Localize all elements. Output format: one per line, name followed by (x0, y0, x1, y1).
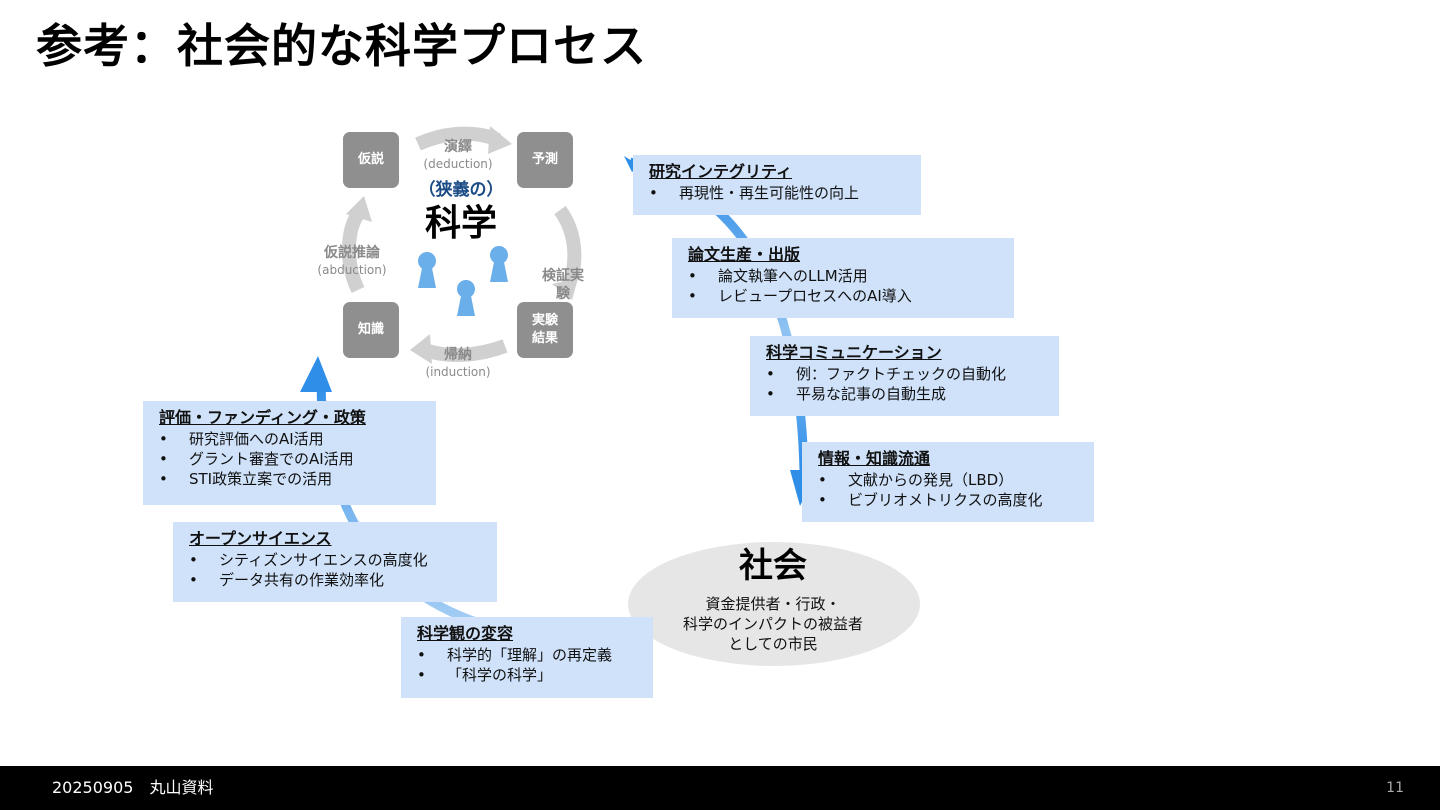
society-description: 資金提供者・行政・ 科学のインパクトの被益者 としての市民 (682, 595, 863, 653)
verification-arrow-head (552, 278, 578, 300)
narrow-science-title: 科学 (424, 203, 497, 244)
list-item: •グラント審査でのAI活用 (159, 450, 354, 468)
list-item: •論文執筆へのLLM活用 (688, 267, 868, 285)
deduction-sub: (deduction) (423, 157, 493, 171)
abduction-sub: (abduction) (317, 263, 387, 277)
node-knowledge: 知識 (343, 302, 399, 358)
list-item: •例：ファクトチェックの自動化 (766, 365, 1007, 383)
verification-main: 検証実 験 (542, 268, 584, 302)
panel-heading: オープンサイエンス (189, 529, 332, 548)
abduction-label: 仮説推論 (abduction) (306, 244, 398, 278)
induction-label: 帰納 (induction) (410, 346, 506, 380)
induction-main: 帰納 (444, 347, 472, 363)
panel-information-flow: 情報・知識流通 •文献からの発見（LBD） •ビブリオメトリクスの高度化 (802, 442, 1094, 522)
node-prediction-label: 予測 (531, 152, 558, 167)
node-prediction: 予測 (517, 132, 573, 188)
panel-heading: 論文生産・出版 (688, 245, 801, 264)
panel-heading: 科学コミュニケーション (766, 343, 942, 362)
list-item: •レビュープロセスへのAI導入 (688, 287, 912, 305)
list-item: •シティズンサイエンスの高度化 (189, 551, 428, 569)
deduction-arrow-head (488, 126, 512, 154)
list-item: •データ共有の作業効率化 (189, 571, 385, 589)
panel-open-science: オープンサイエンス •シティズンサイエンスの高度化 •データ共有の作業効率化 (173, 522, 497, 602)
panel-evaluation-funding-policy: 評価・ファンディング・政策 •研究評価へのAI活用 •グラント審査でのAI活用 … (143, 401, 436, 505)
list-item: •STI政策立案での活用 (159, 470, 333, 488)
page-number: 11 (1386, 780, 1404, 796)
node-knowledge-label: 知識 (357, 322, 384, 337)
list-item: •ビブリオメトリクスの高度化 (818, 491, 1043, 509)
panel-research-integrity: 研究インテグリティ •再現性・再生可能性の向上 (633, 155, 921, 215)
society-ellipse (628, 542, 920, 666)
deduction-main: 演繹 (444, 139, 472, 155)
narrow-science-label: （狭義の） 科学 (405, 178, 517, 246)
induction-arrow (422, 339, 508, 362)
list-item: •再現性・再生可能性の向上 (649, 184, 860, 202)
scientist-icon (490, 246, 508, 282)
footer-bar: 20250905 丸山資料 11 (0, 766, 1440, 810)
abduction-arrow-head (346, 196, 372, 222)
narrow-science-qualifier: （狭義の） (418, 180, 504, 200)
induction-arrow-head (410, 334, 432, 364)
node-experiment-result: 実験 結果 (517, 302, 573, 358)
list-item: •「科学の科学」 (417, 666, 553, 684)
panel-heading: 評価・ファンディング・政策 (159, 408, 366, 427)
deduction-label: 演繹 (deduction) (410, 138, 506, 172)
panel-worldview-change: 科学観の変容 •科学的「理解」の再定義 •「科学の科学」 (401, 617, 653, 698)
list-item: •研究評価へのAI活用 (159, 430, 324, 448)
induction-sub: (induction) (425, 365, 491, 379)
list-item: •科学的「理解」の再定義 (417, 646, 613, 664)
scientist-icon (418, 252, 436, 288)
list-item: •平易な記事の自動生成 (766, 385, 947, 403)
footer-text: 20250905 丸山資料 (52, 778, 214, 797)
node-experiment-label: 実験 結果 (531, 313, 558, 346)
abduction-arrow (342, 210, 365, 294)
scientist-icon (457, 280, 475, 316)
panel-heading: 情報・知識流通 (818, 449, 931, 468)
page-title: 参考：社会的な科学プロセス (36, 19, 647, 73)
panel-publishing: 論文生産・出版 •論文執筆へのLLM活用 •レビュープロセスへのAI導入 (672, 238, 1014, 318)
panel-heading: 科学観の変容 (417, 624, 514, 643)
panel-science-communication: 科学コミュニケーション •例：ファクトチェックの自動化 •平易な記事の自動生成 (750, 336, 1059, 416)
society-to-science-arrow-head (300, 356, 332, 392)
panel-heading: 研究インテグリティ (649, 162, 793, 181)
verification-label: 検証実 験 (530, 248, 596, 322)
list-item: •文献からの発見（LBD） (818, 471, 1014, 489)
society-title: 社会 (739, 546, 807, 586)
node-hypothesis-label: 仮説 (357, 152, 384, 167)
abduction-main: 仮説推論 (324, 245, 380, 261)
node-hypothesis: 仮説 (343, 132, 399, 188)
